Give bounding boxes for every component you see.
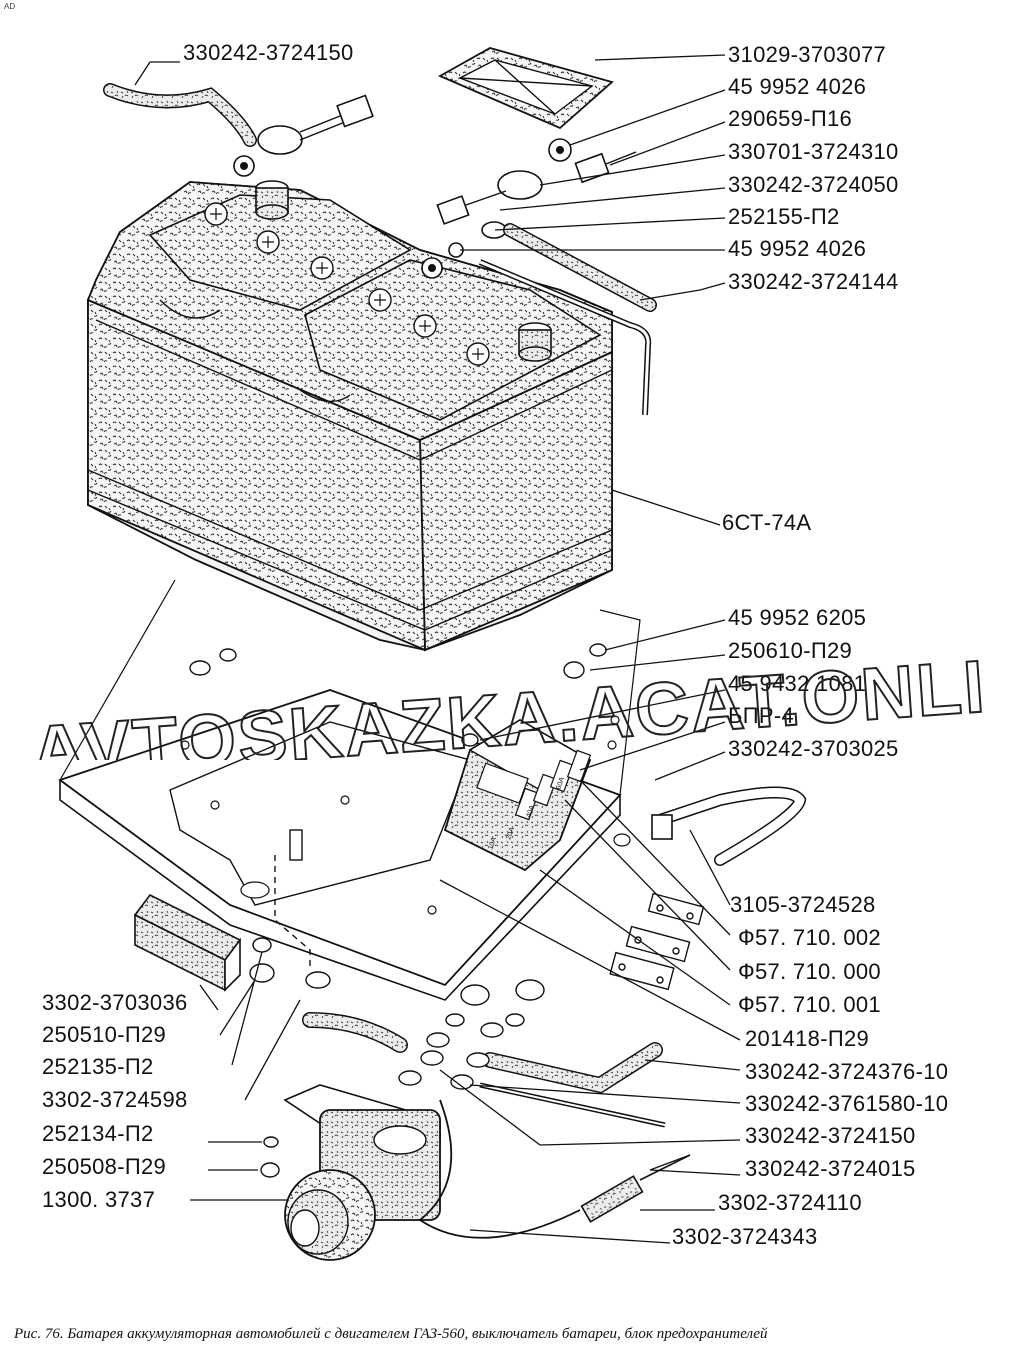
watermark: AVTOSKAZKA.ACAT.ONLINE [28, 636, 988, 760]
label-fuse-link-3: Ф57. 710. 001 [738, 992, 881, 1017]
label-strap: 3105-3724528 [730, 892, 876, 917]
fuse-links [609, 892, 705, 991]
label-wire-2: 3302-3724343 [672, 1224, 818, 1249]
label-bolt-1: 290659-П16 [728, 106, 852, 131]
label-cable-5: 330242-3724150 [745, 1123, 916, 1148]
label-washer-4: 252134-П2 [42, 1121, 154, 1146]
label-top-cable: 330242-3724150 [183, 40, 354, 65]
bottom-cables [189, 643, 691, 1239]
label-nut-5: 250508-П29 [42, 1154, 166, 1179]
label-bracket: 3302-3703036 [42, 990, 188, 1015]
mounting-bracket [133, 893, 242, 992]
label-nut-1: 45 9952 4026 [728, 74, 866, 99]
label-harness: 330242-3703025 [728, 736, 899, 761]
fuse-label-3: 40A [525, 804, 536, 818]
fuse-label-2: 20A [505, 826, 516, 840]
watermark-text: AVTOSKAZKA.ACAT.ONLINE [29, 637, 988, 760]
label-washer-1: 252155-П2 [728, 204, 840, 229]
label-washer-3: 252135-П2 [42, 1054, 154, 1079]
label-cable-6: 330242-3724015 [745, 1156, 916, 1181]
label-fuse-block: БПР-4 [728, 703, 794, 728]
strap [651, 786, 807, 866]
label-screw: 45 9432 1081 [728, 671, 866, 696]
label-switch: 1300. 3737 [42, 1187, 155, 1212]
label-cable-1: 330242-3724050 [728, 172, 899, 197]
ground-cable-top [478, 223, 657, 416]
top-cable [103, 83, 374, 177]
label-clip: 3302-3724598 [42, 1087, 188, 1112]
label-fuse-link-1: Ф57. 710. 002 [738, 925, 881, 950]
label-nut-2: 45 9952 4026 [728, 236, 866, 261]
label-fuse-link-2: Ф57. 710. 000 [738, 959, 881, 984]
figure-caption: Рис. 76. Батарея аккумуляторная автомоби… [14, 1326, 768, 1342]
clamp-parts [421, 138, 637, 279]
label-wire-1: 3302-3724110 [718, 1190, 862, 1215]
label-nut-4: 250510-П29 [42, 1022, 166, 1047]
label-clamp: 330701-3724310 [728, 139, 899, 164]
label-nut-3: 45 9952 6205 [728, 605, 866, 630]
leader-lines [134, 54, 741, 1244]
part-labels: 330242-3724150 31029-3703077 45 9952 402… [42, 40, 948, 1249]
label-washer-2: 250610-П29 [728, 638, 852, 663]
corner-mark: AD [4, 2, 16, 11]
fuse-label-1: 10A [487, 836, 498, 850]
battery-cover [437, 47, 614, 130]
fuse-label-4: 60A [555, 776, 566, 790]
label-bolt-2: 201418-П29 [745, 1026, 869, 1051]
label-cable-2: 330242-3724144 [728, 269, 899, 294]
battery [86, 180, 613, 652]
label-battery: 6СТ-74А [722, 510, 811, 535]
battery-switch [283, 1084, 441, 1261]
label-cable-4: 330242-3761580-10 [745, 1091, 948, 1116]
label-cable-3: 330242-3724376-10 [745, 1059, 948, 1084]
label-cover: 31029-3703077 [728, 42, 886, 67]
fuse-box: 10A 20A 40A 60A [443, 718, 592, 872]
